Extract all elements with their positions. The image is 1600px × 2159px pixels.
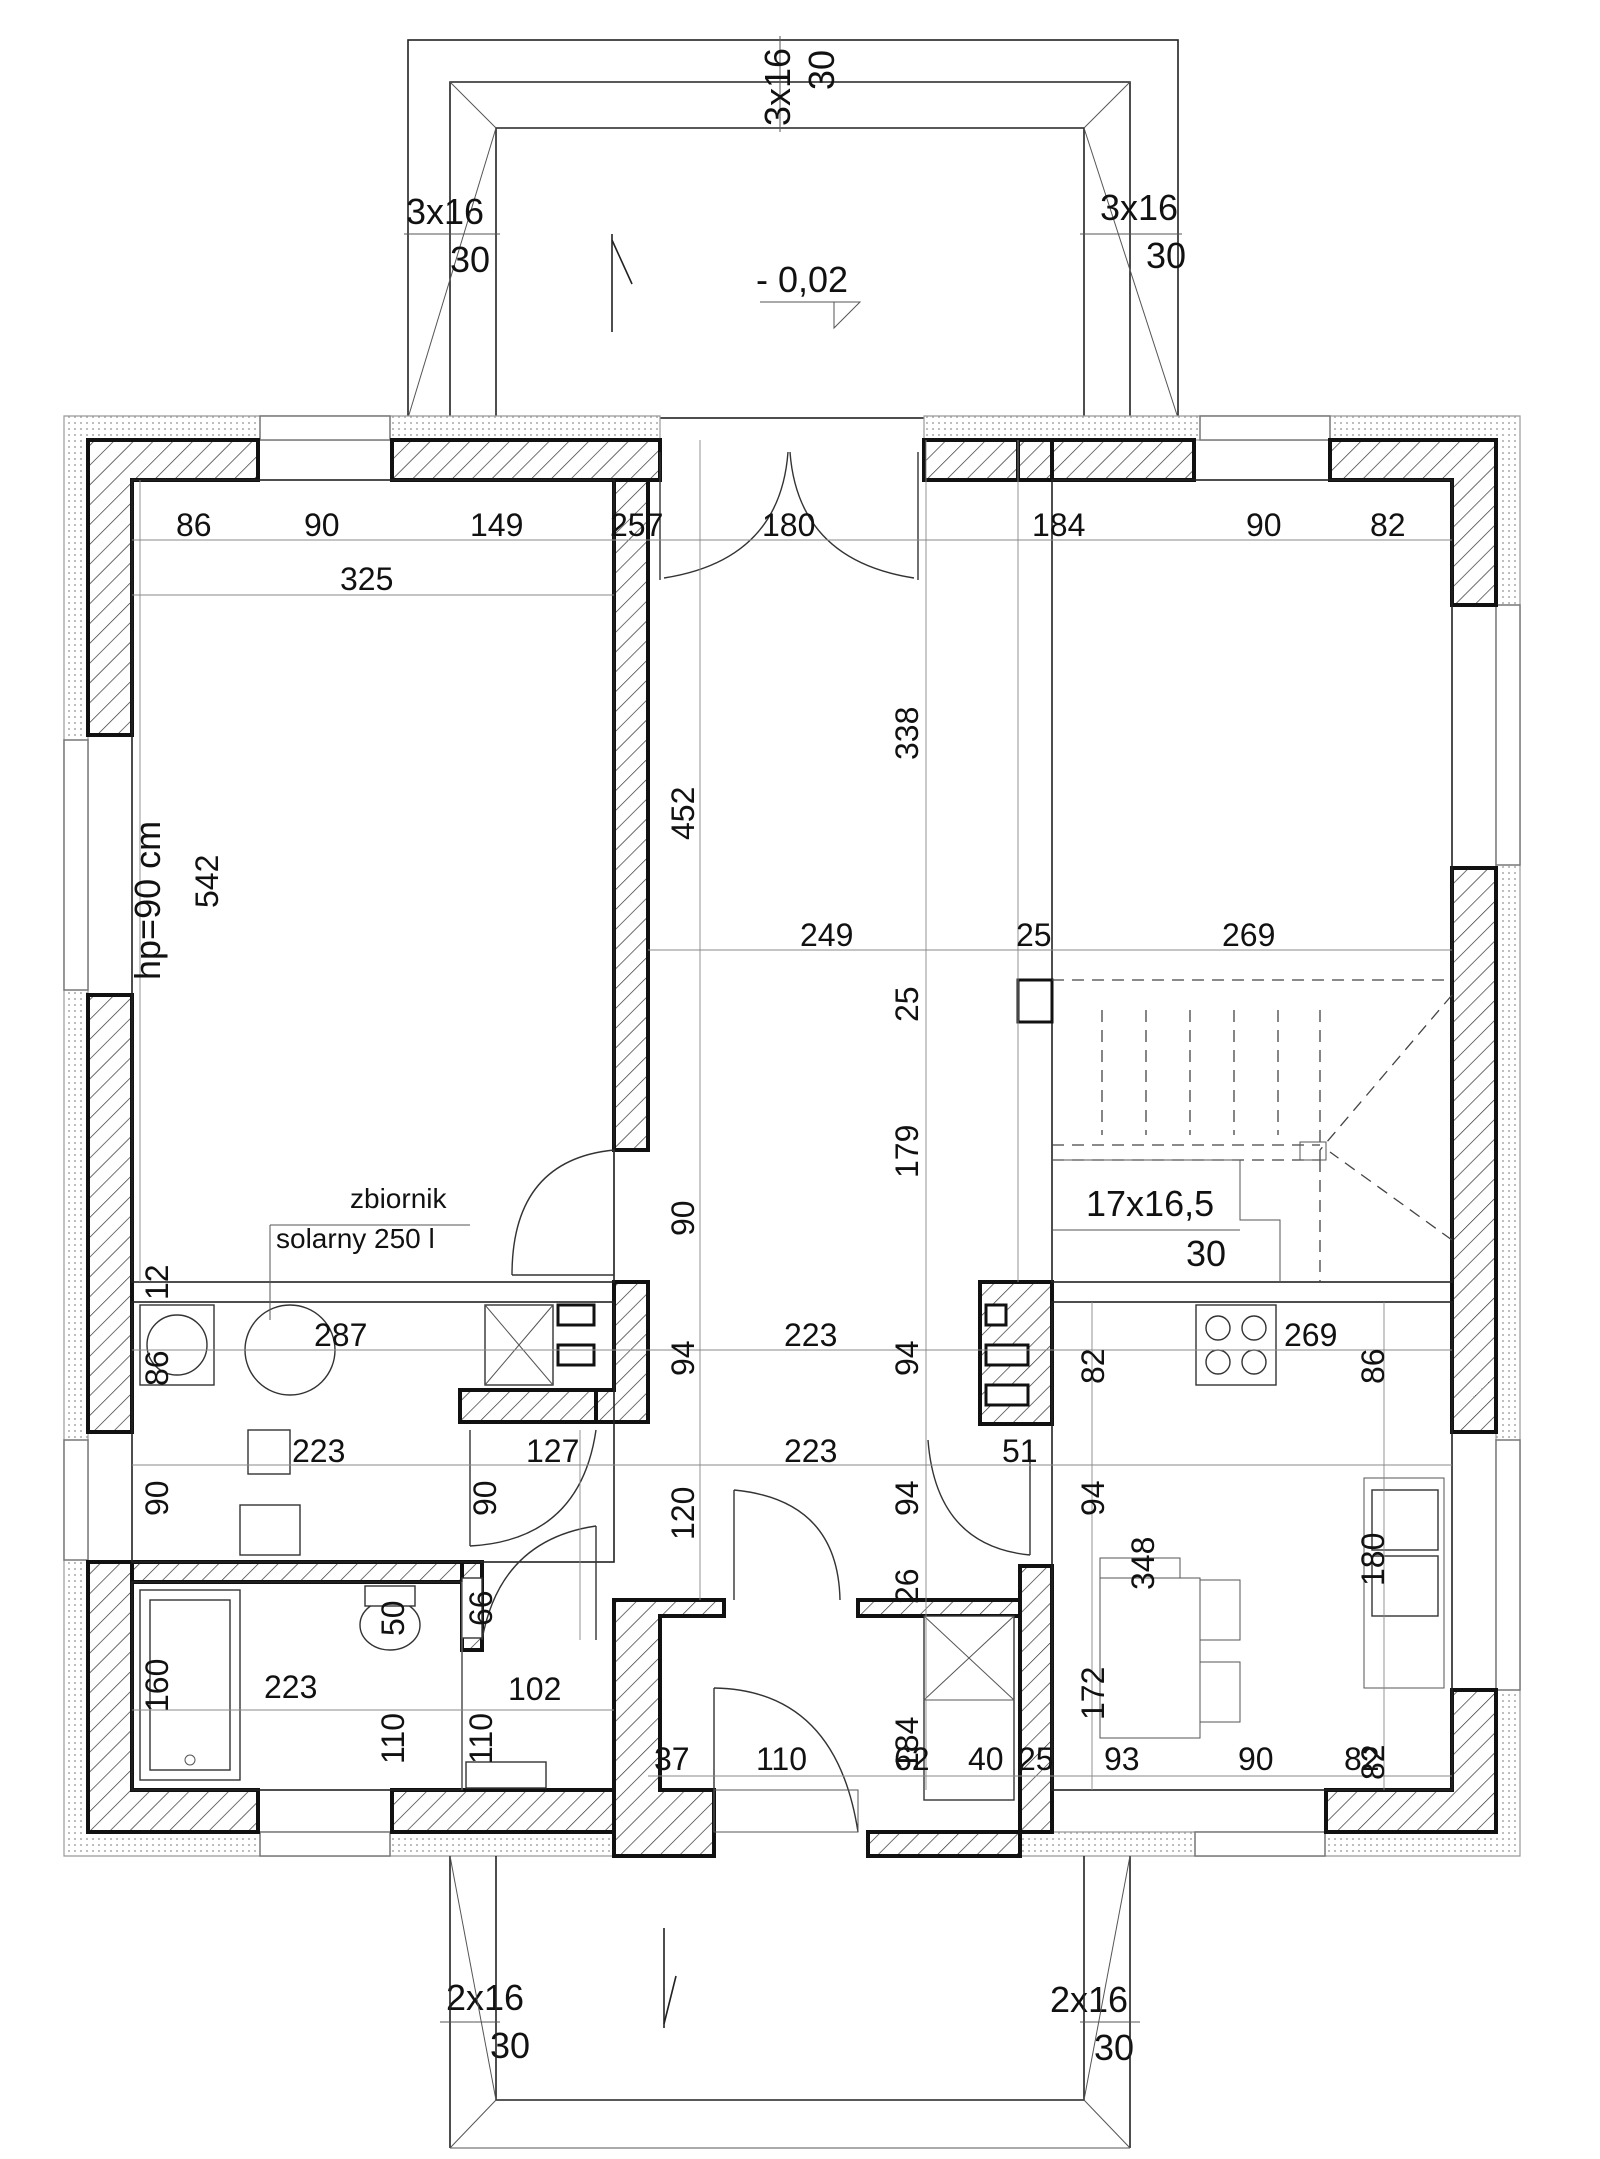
stairs-depth: 30 bbox=[1186, 1233, 1226, 1274]
dim-label: 86 bbox=[1355, 1348, 1391, 1384]
dimension-lines bbox=[132, 440, 1452, 1790]
room-outlines bbox=[131, 479, 1453, 1791]
dim-label: 94 bbox=[889, 1340, 925, 1376]
dim-label: 25 bbox=[1018, 1741, 1054, 1777]
dim-label: 180 bbox=[762, 507, 815, 543]
beam-right-spacing: 30 bbox=[1146, 235, 1186, 276]
dim-label: 223 bbox=[784, 1433, 837, 1469]
dim-label: 287 bbox=[314, 1317, 367, 1353]
dim-label: 249 bbox=[800, 917, 853, 953]
dim-label: 269 bbox=[1222, 917, 1275, 953]
dim-label: 51 bbox=[1002, 1433, 1038, 1469]
dim-label: 50 bbox=[375, 1600, 411, 1636]
beam-br-spacing: 30 bbox=[1094, 2027, 1134, 2068]
terrace-bottom bbox=[440, 1855, 1140, 2149]
dim-label: 223 bbox=[264, 1669, 317, 1705]
dim-label: 172 bbox=[1075, 1667, 1111, 1720]
dim-label: 82 bbox=[1344, 1741, 1380, 1777]
dim-label: 348 bbox=[1125, 1537, 1161, 1590]
walls bbox=[86, 438, 1498, 1858]
dim-label: 149 bbox=[470, 507, 523, 543]
dim-label: 90 bbox=[665, 1200, 701, 1236]
dim-label: 90 bbox=[1238, 1741, 1274, 1777]
dim-label: 25 bbox=[889, 986, 925, 1022]
dim-label: 90 bbox=[139, 1480, 175, 1516]
labels: - 0,02 hp=90 cm zbiornik solarny 250 l 1… bbox=[127, 48, 1406, 2068]
dim-label: 223 bbox=[784, 1317, 837, 1353]
beam-right-section: 3x16 bbox=[1100, 187, 1178, 228]
dim-label: 93 bbox=[1104, 1741, 1140, 1777]
tank-label-1: zbiornik bbox=[350, 1183, 447, 1214]
terrace-top bbox=[404, 36, 1182, 419]
beam-left-spacing: 30 bbox=[450, 239, 490, 280]
stairs-steps: 17x16,5 bbox=[1086, 1183, 1214, 1224]
dim-label: 120 bbox=[665, 1487, 701, 1540]
dim-label: 110 bbox=[375, 1713, 411, 1764]
dim-label: 180 bbox=[1355, 1533, 1391, 1586]
dim-label: 452 bbox=[665, 787, 701, 840]
dim-label: 25 bbox=[1016, 917, 1052, 953]
dim-label: 86 bbox=[139, 1350, 175, 1386]
dim-label: 82 bbox=[1355, 1744, 1391, 1780]
dim-label: 82 bbox=[1075, 1348, 1111, 1384]
dim-label: 40 bbox=[968, 1741, 1004, 1777]
level-label: - 0,02 bbox=[756, 259, 848, 300]
dim-label: 37 bbox=[654, 1741, 690, 1777]
dim-label: 94 bbox=[665, 1340, 701, 1376]
doors bbox=[469, 451, 1031, 1833]
fixtures bbox=[139, 1224, 1445, 1789]
dim-label: 223 bbox=[292, 1433, 345, 1469]
dim-label: 325 bbox=[340, 561, 393, 597]
dim-label: 90 bbox=[1246, 507, 1282, 543]
staircase bbox=[1016, 978, 1453, 1282]
hp-note: hp=90 cm bbox=[127, 821, 168, 980]
dim-label: 184 bbox=[889, 1717, 925, 1770]
dim-label: 94 bbox=[889, 1480, 925, 1516]
dim-label: 257 bbox=[610, 507, 663, 543]
beam-left-section: 3x16 bbox=[406, 191, 484, 232]
dim-label: 110 bbox=[463, 1713, 499, 1764]
dim-label: 179 bbox=[889, 1125, 925, 1178]
dim-label: 82 bbox=[1370, 507, 1406, 543]
dim-label: 542 bbox=[189, 855, 225, 908]
dim-label: 86 bbox=[176, 507, 212, 543]
dim-label: 127 bbox=[526, 1433, 579, 1469]
beam-bl-section: 2x16 bbox=[446, 1977, 524, 2018]
dim-label: 269 bbox=[1284, 1317, 1337, 1353]
dim-label: 184 bbox=[1032, 507, 1085, 543]
dim-label: 338 bbox=[889, 707, 925, 760]
dim-label: 110 bbox=[756, 1741, 807, 1777]
dim-label: 62 bbox=[894, 1741, 930, 1777]
dim-label: 160 bbox=[139, 1659, 175, 1712]
dim-label: 90 bbox=[467, 1480, 503, 1516]
dim-label: 12 bbox=[139, 1264, 175, 1300]
dim-label: 102 bbox=[508, 1671, 561, 1707]
insulation-layer bbox=[63, 415, 1521, 1857]
dim-label: 94 bbox=[1075, 1480, 1111, 1516]
beam-br-section: 2x16 bbox=[1050, 1979, 1128, 2020]
dim-label: 66 bbox=[463, 1590, 499, 1626]
dim-label: 26 bbox=[889, 1568, 925, 1604]
beam-top-spacing: 30 bbox=[801, 50, 842, 90]
beam-top-section: 3x16 bbox=[757, 48, 798, 126]
dim-label: 90 bbox=[304, 507, 340, 543]
tank-label-2: solarny 250 l bbox=[276, 1223, 435, 1254]
